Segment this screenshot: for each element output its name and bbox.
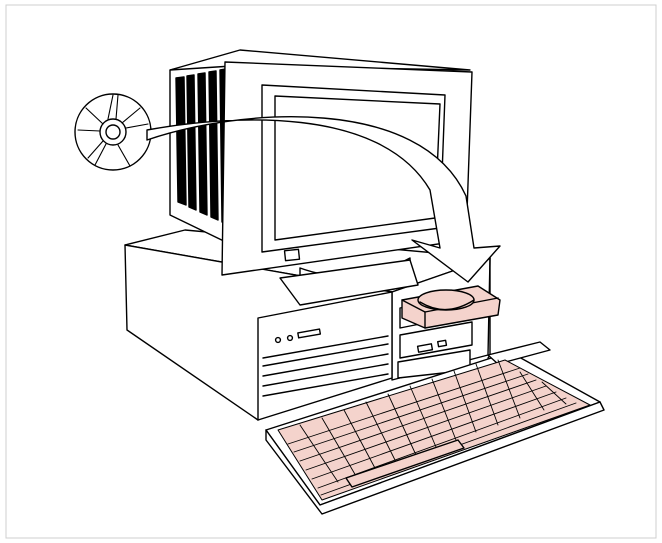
cd-disc-icon xyxy=(75,94,151,170)
